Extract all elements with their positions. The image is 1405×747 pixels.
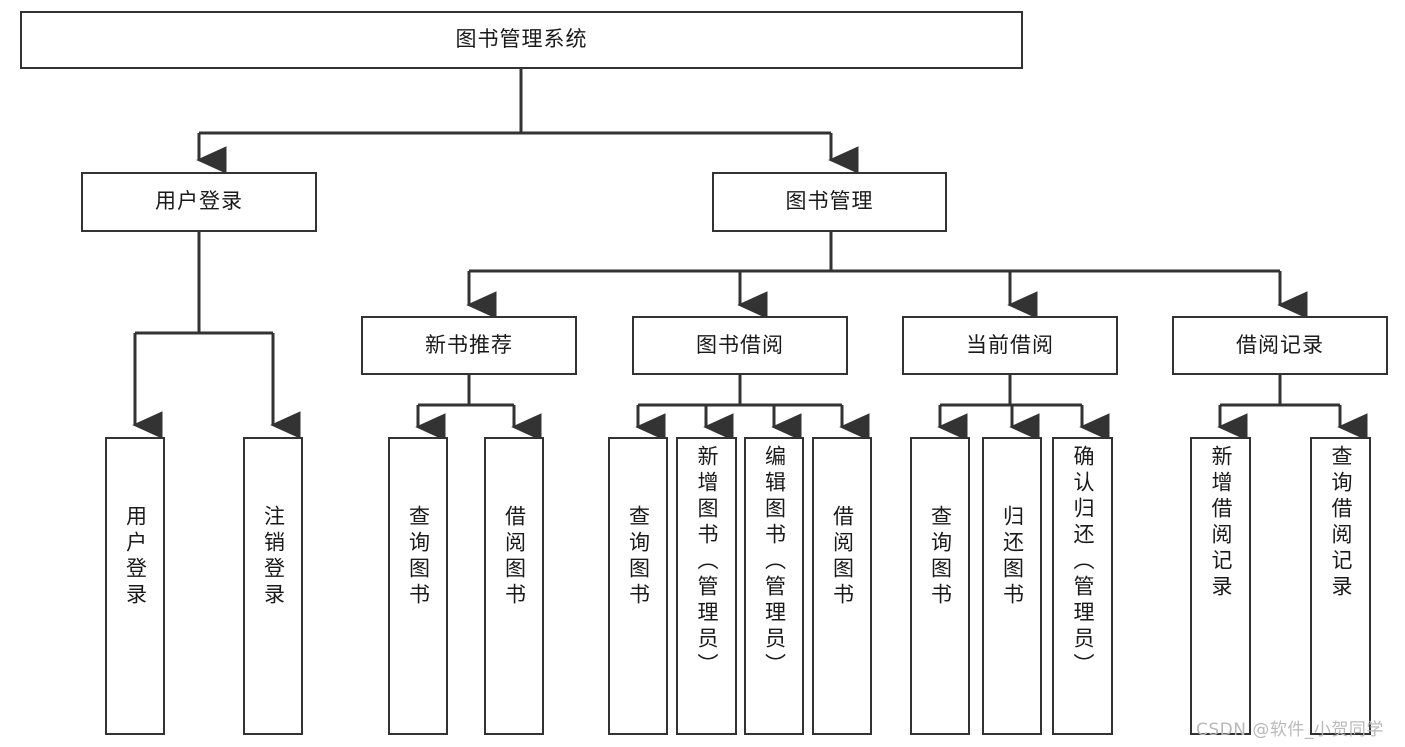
node-leaf-add-book-admin-label: 新增图书（管理员） (695, 445, 719, 679)
node-leaf-query-book-2[interactable]: 查询图书 (608, 437, 668, 735)
node-book-borrow[interactable]: 图书借阅 (632, 316, 848, 375)
node-leaf-user-login[interactable]: 用户登录 (105, 437, 165, 735)
node-root[interactable]: 图书管理系统 (20, 11, 1023, 69)
node-borrow-record-label: 借阅记录 (1236, 332, 1324, 357)
node-leaf-edit-book-admin-label: 编辑图书（管理员） (762, 445, 787, 679)
node-leaf-return-book-label: 归还图书 (1000, 505, 1025, 609)
node-leaf-query-book-1[interactable]: 查询图书 (388, 437, 448, 735)
node-leaf-borrow-book-2-label: 借阅图书 (830, 505, 855, 609)
node-leaf-query-book-1-label: 查询图书 (406, 505, 431, 609)
node-leaf-logout[interactable]: 注销登录 (243, 437, 303, 735)
node-book-management-label: 图书管理 (785, 189, 874, 214)
node-root-label: 图书管理系统 (455, 27, 588, 52)
node-leaf-edit-book-admin[interactable]: 编辑图书（管理员） (744, 437, 804, 735)
node-leaf-add-book-admin[interactable]: 新增图书（管理员） (676, 437, 737, 735)
node-leaf-query-borrow-record-label: 查询借阅记录 (1329, 445, 1353, 601)
node-leaf-confirm-return-admin[interactable]: 确认归还（管理员） (1052, 437, 1113, 735)
node-borrow-record[interactable]: 借阅记录 (1172, 316, 1388, 375)
node-user-login-label: 用户登录 (155, 189, 243, 214)
node-book-borrow-label: 图书借阅 (696, 332, 784, 357)
node-leaf-return-book[interactable]: 归还图书 (982, 437, 1042, 735)
node-new-book-recommend-label: 新书推荐 (425, 332, 513, 357)
node-leaf-logout-label: 注销登录 (261, 505, 286, 609)
node-leaf-query-book-2-label: 查询图书 (626, 505, 651, 609)
node-book-management[interactable]: 图书管理 (712, 172, 947, 232)
node-leaf-query-borrow-record[interactable]: 查询借阅记录 (1310, 437, 1371, 735)
node-leaf-user-login-label: 用户登录 (123, 505, 148, 609)
node-leaf-add-borrow-record[interactable]: 新增借阅记录 (1190, 437, 1251, 735)
node-current-borrow-label: 当前借阅 (966, 332, 1054, 357)
node-current-borrow[interactable]: 当前借阅 (902, 316, 1118, 375)
node-leaf-query-book-3[interactable]: 查询图书 (910, 437, 970, 735)
node-leaf-borrow-book-1[interactable]: 借阅图书 (484, 437, 544, 735)
csdn-watermark: CSDN @软件_小贺同学 (1196, 720, 1384, 740)
node-leaf-query-book-3-label: 查询图书 (928, 505, 953, 609)
node-leaf-confirm-return-admin-label: 确认归还（管理员） (1071, 445, 1095, 679)
node-new-book-recommend[interactable]: 新书推荐 (361, 316, 577, 375)
node-leaf-borrow-book-2[interactable]: 借阅图书 (812, 437, 872, 735)
node-user-login[interactable]: 用户登录 (81, 172, 317, 232)
node-leaf-borrow-book-1-label: 借阅图书 (502, 505, 527, 609)
node-leaf-add-borrow-record-label: 新增借阅记录 (1209, 445, 1233, 601)
